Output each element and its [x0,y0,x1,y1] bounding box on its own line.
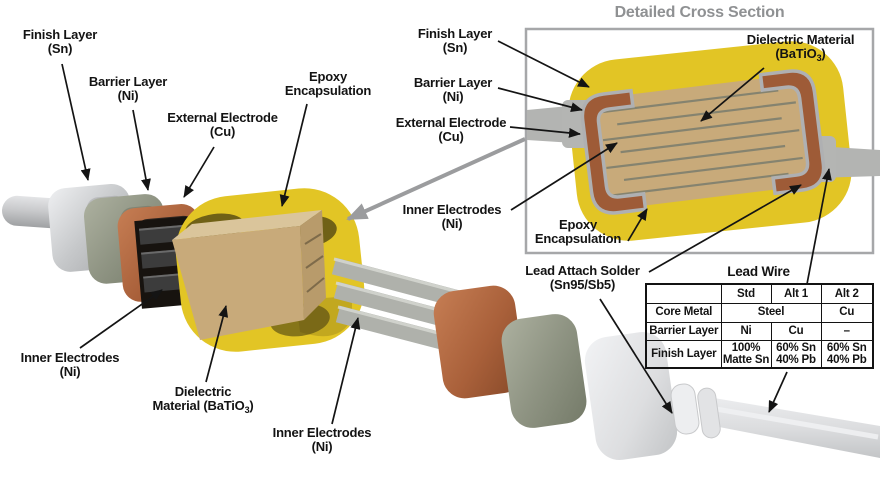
arrow-section-inner [510,142,618,211]
dielectric-block-graphic [172,210,326,340]
panel-pointer-arrow [346,137,526,221]
arrow-section-epoxy [627,208,648,242]
annotation-arrows [61,40,832,425]
arrow-section-barrier [497,87,583,113]
table-header-std: Std [720,283,772,304]
label-lead-attach-solder: Lead Attach Solder(Sn95/Sb5) [525,263,640,293]
cell-core-std-alt1: Steel [720,302,822,323]
section-chip-graphic [580,69,826,215]
cell-core-alt2: Cu [820,302,874,323]
arrow-section-finish [497,40,590,88]
label-dielectric-material-exploded: Dielectric Material (BaTiO3) [152,384,254,416]
row-label-core-metal: Core Metal [645,302,722,323]
arrow-solder-down [599,298,673,414]
section-termination-left-graphic [580,88,648,215]
panel-title: Detailed Cross Section [614,4,785,21]
table-header-row: Std Alt 1 Alt 2 [645,283,874,304]
label-inner-electrodes-right: Inner Electrodes(Ni) [272,425,372,455]
label-section-dielectric-material: Dielectric Material (BaTiO3) [746,32,855,64]
label-section-barrier-layer: Barrier Layer(Ni) [413,75,493,105]
arrow-lead-wire-down [768,371,788,413]
arrow-solder-up [648,184,802,273]
label-section-finish-layer: Finish Layer(Sn) [417,26,493,56]
barrier-layer-cap-right-graphic [501,314,587,428]
lead-wire-right-graphic [697,387,880,458]
cell-barrier-alt1: Cu [770,321,822,341]
arrow-epoxy-encapsulation [279,103,308,207]
section-termination-right-graphic [758,69,826,196]
exploded-view-graphic [2,183,880,460]
table-header-alt2: Alt 2 [820,283,874,304]
table-row-core-metal: Core Metal Steel Cu [645,302,874,323]
table-row-barrier-layer: Barrier Layer Ni Cu – [645,321,874,341]
arrow-finish-layer [61,63,91,181]
table-corner-cell [645,283,722,304]
cell-barrier-std: Ni [720,321,772,341]
arrow-external-electrode [183,146,215,198]
cell-finish-std: 100%Matte Sn [720,339,772,369]
cell-barrier-alt2: – [820,321,874,341]
arrow-dielectric-material [205,305,229,383]
table-header-alt1: Alt 1 [770,283,822,304]
solder-disc-graphic [670,383,700,435]
row-label-barrier-layer: Barrier Layer [645,321,722,341]
label-inner-electrodes-left: Inner Electrodes(Ni) [20,350,120,380]
label-section-external-electrode: External Electrode(Cu) [395,115,507,145]
arrow-section-dielectric [700,67,765,122]
panel-border [524,27,875,255]
arrow-inner-electrodes-left [79,289,163,349]
arrow-inner-electrodes-right [331,317,361,425]
label-barrier-layer-exploded: Barrier Layer(Ni) [88,74,168,104]
arrow-lead-wire-up [806,168,832,285]
row-label-finish-layer: Finish Layer [645,339,722,369]
arrow-section-external [509,126,581,138]
lead-wire-table: Std Alt 1 Alt 2 Core Metal Steel Cu Barr… [645,283,874,370]
label-section-inner-electrodes: Inner Electrodes(Ni) [402,202,502,232]
external-electrode-cap-right-graphic [433,285,525,399]
label-finish-layer-exploded: Finish Layer(Sn) [22,27,98,57]
cross-section-graphic [524,27,880,255]
lead-wire-table-title: Lead Wire [727,264,790,279]
arrow-barrier-layer [132,109,151,191]
label-external-electrode-exploded: External Electrode(Cu) [167,110,278,140]
